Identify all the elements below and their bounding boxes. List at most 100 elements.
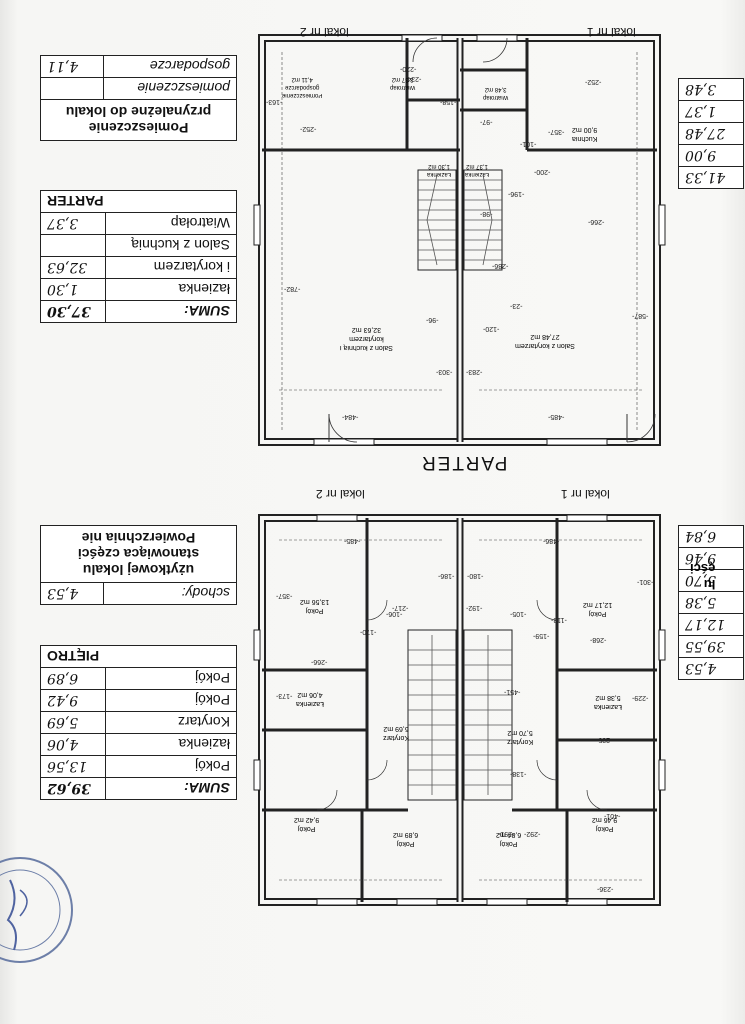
table-row: schody: 4,53 [40,582,237,605]
table-row: 3,48 [678,78,744,101]
dimension-label: -301- [637,578,654,585]
dimension-label: -401- [604,812,621,819]
dimension-label: -98- [480,210,493,217]
table-row: pomieszczenie [40,77,237,100]
table-cell: 4,53 [678,657,744,680]
table-row: 4,53 [678,657,744,680]
dimension-label: -220- [400,65,417,72]
upper-unit1-bath-label: Łazienka 5,38 m2 [594,694,623,710]
dimension-label: -252- [300,125,317,132]
dimension-label: -292- [524,830,541,837]
dimension-label: -229- [632,694,649,701]
table-row: 5,38 [678,591,744,614]
dimension-label: -106- [386,610,403,617]
dimension-label: -159- [533,632,550,639]
dimension-label: -138- [510,770,527,777]
dimension-label: -303- [436,368,453,375]
upper-unit1-label: lokal nr 1 [561,487,610,501]
ground-unit1-windbreak-label: Wiatrołap 3,48 m2 [483,86,509,100]
table-row: SUMA:37,30 [40,300,237,323]
official-stamp [0,857,73,963]
table-row: Salon z kuchnią [40,234,237,257]
table-row: 39,55 [678,635,744,658]
dimension-label: -186- [438,572,455,579]
dimension-label: -357- [548,128,565,135]
ground-unit1-living-label: Salon z korytarzem 27,48 m2 [515,333,575,349]
dimension-label: -451- [504,688,521,695]
dimension-label: -486- [543,537,560,544]
dimension-label: -357- [276,592,293,599]
dimension-label: -252- [585,78,602,85]
upper-unit2-room-b-label: Pokój 9,42 m2 [294,816,320,832]
upper-unit2-corridor-label: Korytarz 5,69 m2 [383,725,410,741]
table-cell: 6,84 [678,525,744,548]
dimension-label: -96- [426,316,439,323]
dimension-label: -485- [548,413,565,420]
table-przynalezne: Pomieszczenie przynależne do lokalu pomi… [40,55,237,141]
table-cell: 9,00 [678,144,744,167]
ground-unit2-label: lokal nr 2 [300,25,349,39]
dimension-label: -266- [588,218,605,225]
dimension-label: -101- [520,140,537,147]
dimension-label: -170- [360,628,377,635]
dimension-label: -163- [266,98,283,105]
dimension-label: -235- [596,736,613,743]
dimension-label: -200- [534,168,551,175]
upper-unit1-room-a-label: Pokój 12,17 m2 [583,601,613,617]
ground-unit2-bath-label: Łazienka 1,30 m2 [427,163,452,177]
upper-unit1-corridor-label: Korytarz 5,70 m2 [507,729,534,745]
upper-unit2-room-a-label: Pokój 13,56 m2 [300,598,330,614]
dimension-label: -180- [467,572,484,579]
upper-unit2-bath-label: Łazienka 4,06 m2 [296,691,325,707]
table-cell: 12,17 [678,613,744,636]
table-row: 9,00 [678,144,744,167]
dimension-label: -158- [440,98,457,105]
dimension-label: -120- [483,325,500,332]
table-nieuzytkowa: schody: 4,53 użytkowej lokalu stanowiąca… [40,525,237,605]
ground-kitchen-label: Kuchnia 9,00 m2 [572,126,598,142]
upper-unit2-room-c-label: Pokój 6,89 m2 [393,831,419,847]
table-row: gospodarcze 4,11 [40,55,237,78]
dimension-label: -587- [632,312,649,319]
dimension-label: -268- [590,636,607,643]
dimension-label: -173- [276,692,293,699]
upper-floor-plan [253,514,666,906]
table-row: 41,33 [678,166,744,189]
upper-unit2-label: lokal nr 2 [316,487,365,501]
dimension-label: -97- [480,118,493,125]
dimension-label: -105- [510,610,527,617]
table-cell: 27,48 [678,122,744,145]
ground-floor-plan [253,34,666,446]
table-row: 27,48 [678,122,744,145]
table-cell: 41,33 [678,166,744,189]
table-cell: 39,55 [678,635,744,658]
dimension-label: -485- [344,537,361,544]
table-row: SUMA:39,62 [40,777,237,800]
table-cell: 5,38 [678,591,744,614]
table-row: 6,84 [678,525,744,548]
table-cell: 3,48 [678,78,744,101]
table-cell: 1,37 [678,100,744,123]
dimension-label: -484- [342,413,359,420]
right-cut-text: lu ęści [690,561,716,592]
dimension-label: -196- [508,190,525,197]
dimension-label: -113- [551,616,567,623]
dimension-label: -192- [466,604,483,611]
dimension-label: -283- [466,368,483,375]
ground-unit1-label: lokal nr 1 [587,25,636,39]
dimension-label: -782- [284,285,301,292]
dimension-label: -234- [405,75,422,82]
table-row: 12,17 [678,613,744,636]
